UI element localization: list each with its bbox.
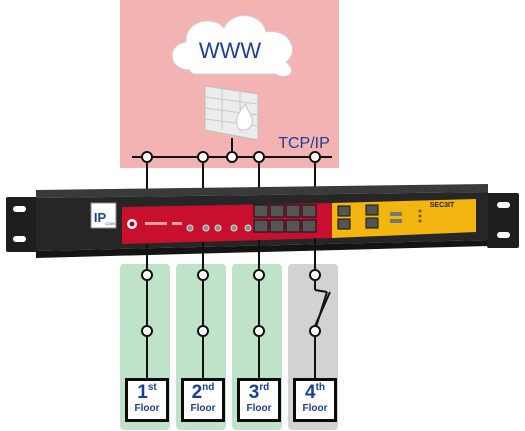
floor-label-4: 4th Floor xyxy=(293,378,337,422)
protocol-label: TCP/IP xyxy=(278,135,330,152)
cloud-icon xyxy=(171,15,293,77)
red-panel xyxy=(122,203,333,244)
ethernet-port xyxy=(269,204,285,218)
rack-ear-right xyxy=(487,193,519,248)
floor-link-nodes xyxy=(141,269,321,337)
switch-open-icon xyxy=(314,291,331,327)
ethernet-port xyxy=(285,204,301,218)
yellow-panel: SEC3IT xyxy=(332,199,476,238)
ethernet-port xyxy=(269,219,285,233)
brand-logo: IP COM xyxy=(90,202,117,229)
ethernet-port xyxy=(253,204,269,218)
firewall-icon xyxy=(204,85,259,141)
brand-label: SEC3IT xyxy=(430,202,455,209)
ethernet-port xyxy=(285,219,301,233)
top-bus-nodes xyxy=(141,151,321,163)
ethernet-ports xyxy=(253,204,317,233)
floor-label-2: 2nd Floor xyxy=(181,378,225,422)
svg-text:COM: COM xyxy=(105,221,114,226)
rack-ear-left xyxy=(6,197,38,252)
ethernet-port xyxy=(301,219,317,233)
svg-text:IP: IP xyxy=(94,210,107,225)
floor-label-3: 3rd Floor xyxy=(237,378,281,422)
ethernet-port xyxy=(301,204,317,218)
ethernet-port xyxy=(253,219,269,233)
cloud-label: WWW xyxy=(199,38,262,63)
floor-label-1: 1st Floor xyxy=(125,378,169,422)
